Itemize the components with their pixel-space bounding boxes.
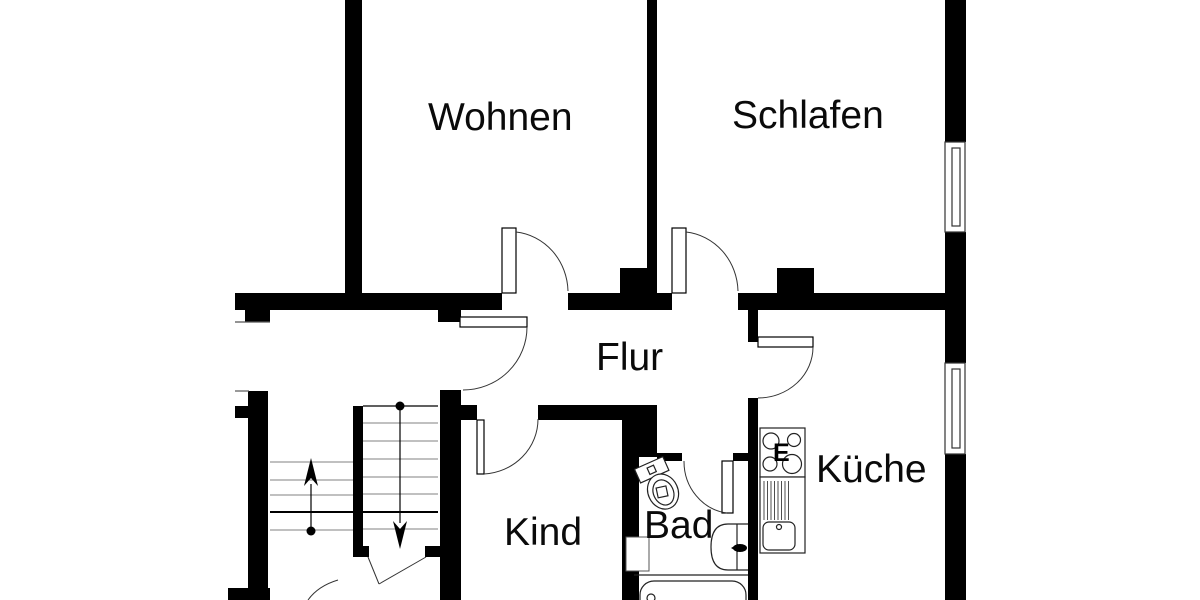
wall [568,293,672,310]
wall [538,405,657,420]
wall [748,310,758,342]
room-label-kind: Kind [504,511,583,554]
washbasin [710,523,748,571]
room-label-wohnen: Wohnen [428,96,573,139]
window-schlafen [944,141,966,233]
wall [620,268,657,293]
wall [733,453,748,461]
wall [440,390,461,600]
doors-layer [459,227,814,514]
kitchen-sink [759,476,806,554]
wall [248,391,268,600]
chimney-block [777,268,814,293]
door-bad [683,460,734,514]
wall [438,310,461,322]
stove-symbol-label: E [773,439,790,467]
wall [353,546,369,557]
wall [945,232,966,363]
wall [748,398,758,600]
wall-niche [625,536,650,572]
opening-lines [235,321,270,392]
walls-layer [228,0,966,600]
wall [345,0,362,310]
bathroom-fixtures [625,455,748,600]
toilet [633,455,680,510]
stair-bottom-door-lines [307,556,427,600]
wall [945,0,966,142]
door-apartment-entrance [459,316,528,391]
windows-layer [944,141,966,455]
room-label-flur: Flur [596,336,664,379]
kitchen-fixtures [759,427,806,554]
door-wohnen [501,227,569,294]
wall [245,310,270,322]
bathtub [634,574,748,600]
duct-block [622,420,657,457]
door-schlafen [671,227,739,294]
staircase-up-arrow [304,458,318,536]
room-label-kueche: Küche [816,448,927,491]
room-label-bad: Bad [644,504,714,547]
wall [647,0,657,268]
wall [235,293,502,310]
window-kueche [944,362,966,455]
wall [622,457,639,600]
wall [945,454,966,600]
wall [235,406,248,418]
wall [461,405,477,420]
wall [353,406,363,546]
wall [657,453,682,461]
door-kueche [757,336,814,399]
wall [425,546,440,557]
room-label-schlafen: Schlafen [732,94,884,137]
stove [759,427,806,478]
door-kind [476,418,539,475]
wall [228,588,270,600]
wall [738,293,945,310]
staircase [270,401,438,600]
staircase-down-arrow [393,401,407,549]
